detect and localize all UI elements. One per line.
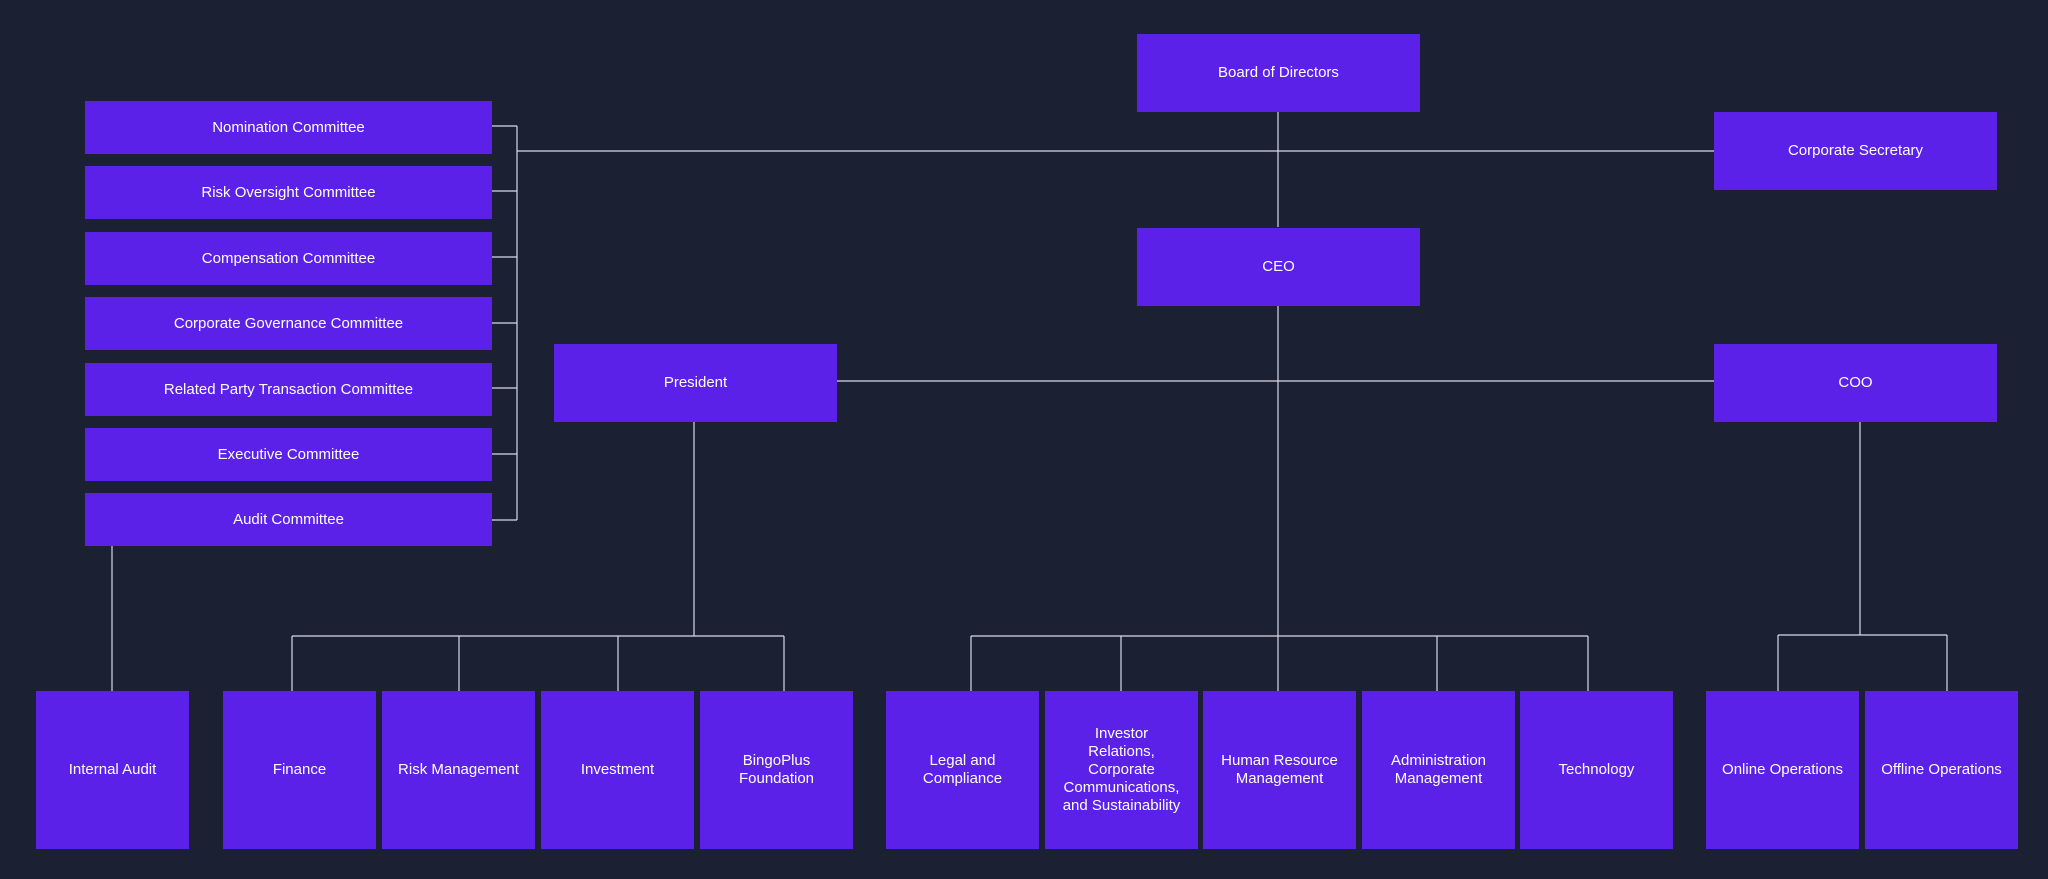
president-box: President bbox=[554, 344, 837, 422]
coo-box: COO bbox=[1714, 344, 1997, 422]
bingoplus-foundation-box: BingoPlus Foundation bbox=[700, 691, 853, 849]
related-party-transaction-committee-box: Related Party Transaction Committee bbox=[85, 363, 492, 416]
online-operations-box: Online Operations bbox=[1706, 691, 1859, 849]
executive-committee-box: Executive Committee bbox=[85, 428, 492, 481]
risk-management-box: Risk Management bbox=[382, 691, 535, 849]
corporate-governance-committee-box: Corporate Governance Committee bbox=[85, 297, 492, 350]
human-resource-management-box: Human Resource Management bbox=[1203, 691, 1356, 849]
investor-relations-box: Investor Relations, Corporate Communicat… bbox=[1045, 691, 1198, 849]
investment-box: Investment bbox=[541, 691, 694, 849]
compensation-committee-box: Compensation Committee bbox=[85, 232, 492, 285]
corporate-secretary-box: Corporate Secretary bbox=[1714, 112, 1997, 190]
offline-operations-box: Offline Operations bbox=[1865, 691, 2018, 849]
technology-box: Technology bbox=[1520, 691, 1673, 849]
nomination-committee-box: Nomination Committee bbox=[85, 101, 492, 154]
board-of-directors-box: Board of Directors bbox=[1137, 34, 1420, 112]
legal-and-compliance-box: Legal and Compliance bbox=[886, 691, 1039, 849]
finance-box: Finance bbox=[223, 691, 376, 849]
audit-committee-box: Audit Committee bbox=[85, 493, 492, 546]
internal-audit-box: Internal Audit bbox=[36, 691, 189, 849]
ceo-box: CEO bbox=[1137, 228, 1420, 306]
administration-management-box: Administration Management bbox=[1362, 691, 1515, 849]
risk-oversight-committee-box: Risk Oversight Committee bbox=[85, 166, 492, 219]
